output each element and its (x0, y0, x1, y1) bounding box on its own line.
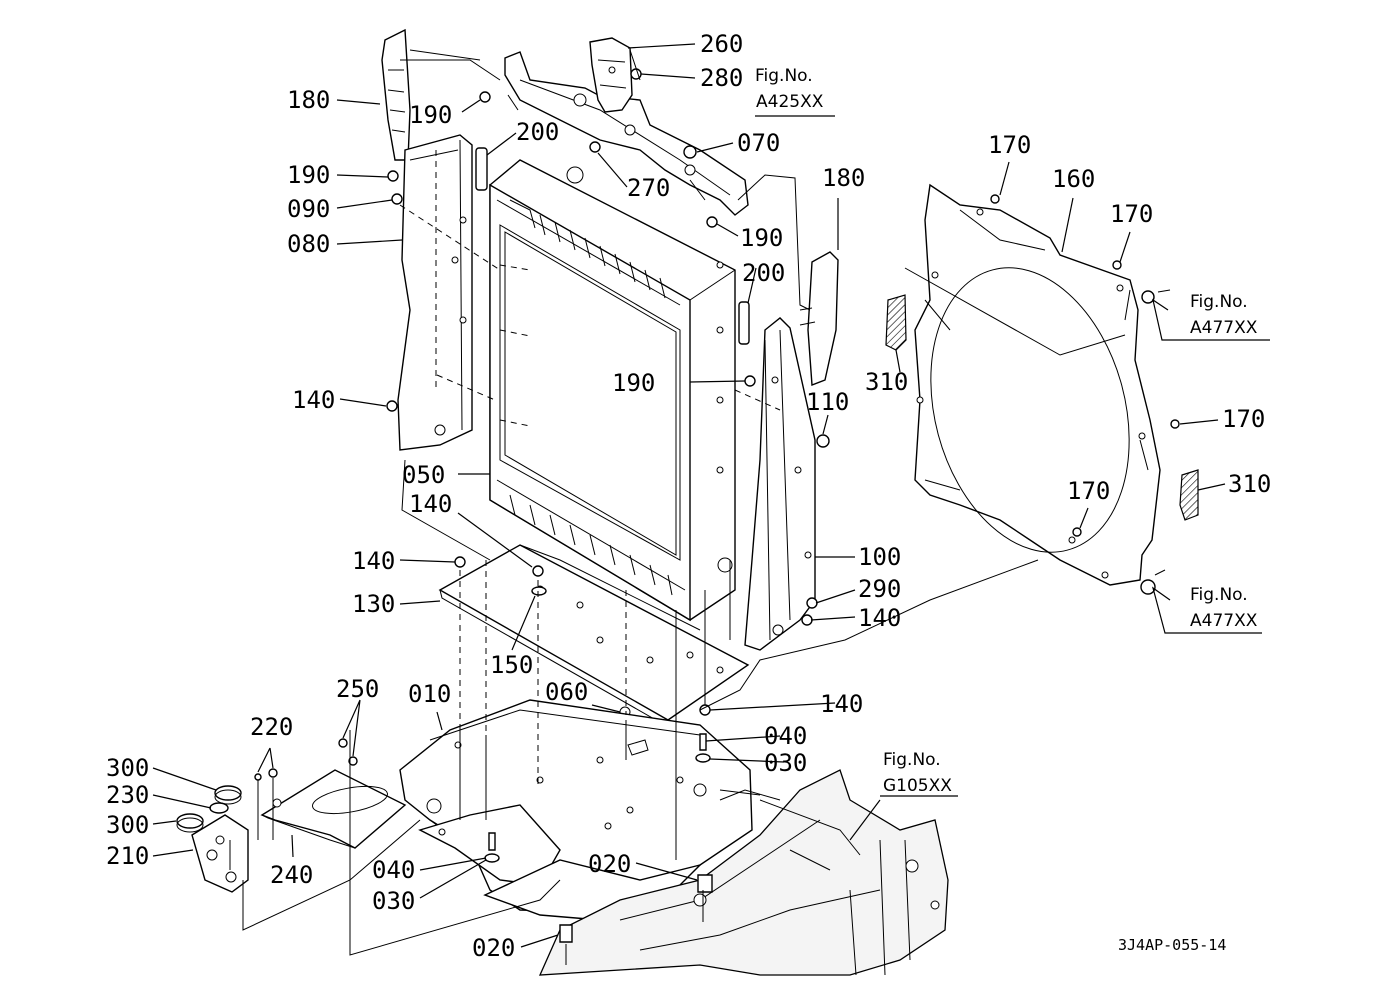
label-030-right: 030 (764, 749, 807, 777)
label-110: 110 (806, 388, 849, 416)
label-140-frame: 140 (820, 690, 863, 718)
grommet-300b (176, 813, 204, 833)
seal-310-left (885, 294, 907, 351)
label-240: 240 (270, 861, 313, 889)
label-140-left: 140 (292, 386, 335, 414)
label-230: 230 (106, 781, 149, 809)
fasteners (254, 68, 1180, 943)
label-250: 250 (336, 675, 379, 703)
label-260: 260 (700, 30, 743, 58)
label-010: 010 (408, 680, 451, 708)
shield-240 (260, 769, 407, 849)
label-170-upper-right: 170 (1110, 200, 1153, 228)
label-190-top: 190 (409, 101, 452, 129)
figure-ref-a477-bottom-caption: Fig.No. (1190, 585, 1248, 605)
strip-200a (475, 147, 488, 191)
figure-ref-a477-top-caption: Fig.No. (1190, 292, 1248, 312)
label-040-right: 040 (764, 722, 807, 750)
figure-reference-a425: Fig.No. A425XX (755, 66, 824, 112)
label-200-right: 200 (742, 259, 785, 287)
label-150: 150 (490, 651, 533, 679)
baffle-180-right (799, 251, 839, 386)
side-plate-100 (744, 317, 816, 651)
side-plate-080 (397, 134, 473, 451)
figure-ref-g105-number: G105XX (883, 776, 952, 796)
label-180-right: 180 (822, 164, 865, 192)
drawing-code: 3J4AP-055-14 (1118, 936, 1226, 954)
bracket-260 (589, 37, 633, 113)
figure-ref-a425-number: A425XX (756, 92, 824, 112)
label-130: 130 (352, 590, 395, 618)
label-200-left: 200 (516, 118, 559, 146)
seal-310-right (1179, 469, 1199, 521)
label-170-bottom: 170 (1067, 477, 1110, 505)
strip-200b (738, 301, 750, 345)
label-140-right-plate: 140 (858, 604, 901, 632)
label-030-left: 030 (372, 887, 415, 915)
figure-reference-a477-top: Fig.No. A477XX (1190, 292, 1258, 338)
grommet-230 (209, 802, 229, 814)
figure-reference-a477-bottom: Fig.No. A477XX (1190, 585, 1258, 631)
label-170-right: 170 (1222, 405, 1265, 433)
upper-support-bracket (504, 51, 749, 216)
label-090: 090 (287, 195, 330, 223)
leader-lines (152, 43, 1270, 948)
label-040-left: 040 (372, 856, 415, 884)
label-300-bottom: 300 (106, 811, 149, 839)
clip-a477-bottom (1140, 569, 1166, 595)
label-290: 290 (858, 575, 901, 603)
label-310-left: 310 (865, 368, 908, 396)
label-020-upper: 020 (588, 850, 631, 878)
label-220: 220 (250, 713, 293, 741)
part-number-labels: 180 190 190 090 080 140 200 270 260 280 … (106, 30, 1271, 962)
label-020-lower: 020 (472, 934, 515, 962)
label-060: 060 (545, 678, 588, 706)
label-310-right: 310 (1228, 470, 1271, 498)
label-300-top: 300 (106, 754, 149, 782)
label-170-top: 170 (988, 131, 1031, 159)
label-190-left: 190 (287, 161, 330, 189)
figure-reference-g105: Fig.No. G105XX (883, 750, 952, 796)
label-190-right: 190 (740, 224, 783, 252)
baffle-180-left (381, 28, 411, 161)
bracket-210 (191, 814, 249, 893)
label-140-radiator: 140 (409, 490, 452, 518)
clip-a477-top (1141, 289, 1171, 304)
label-180-left: 180 (287, 86, 330, 114)
figure-ref-a477-top-number: A477XX (1190, 318, 1258, 338)
label-160: 160 (1052, 165, 1095, 193)
label-050: 050 (402, 461, 445, 489)
label-140-plate: 140 (352, 547, 395, 575)
figure-ref-a425-caption: Fig.No. (755, 66, 813, 86)
label-270: 270 (627, 174, 670, 202)
fan-shroud-160 (914, 183, 1161, 586)
label-100: 100 (858, 543, 901, 571)
label-210: 210 (106, 842, 149, 870)
figure-ref-a477-bottom-number: A477XX (1190, 611, 1258, 631)
figure-ref-g105-caption: Fig.No. (883, 750, 941, 770)
label-080: 080 (287, 230, 330, 258)
label-280: 280 (700, 64, 743, 92)
label-190-middle: 190 (612, 369, 655, 397)
grommet-300a (214, 785, 242, 805)
alignment-lines (229, 49, 1126, 965)
radiator-050 (489, 159, 736, 622)
label-070: 070 (737, 129, 780, 157)
